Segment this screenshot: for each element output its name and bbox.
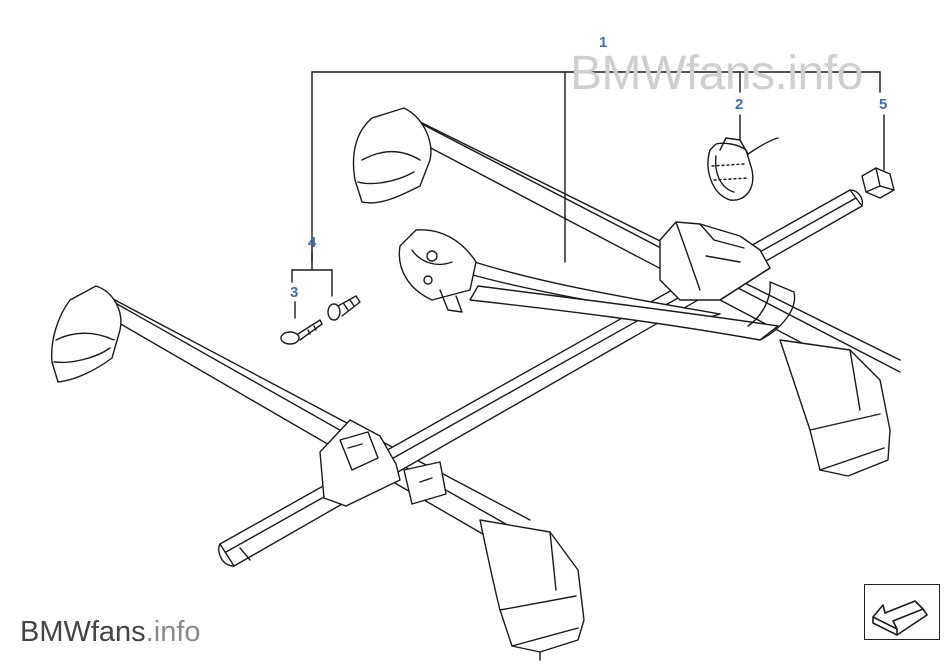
rear-crossbar [352, 107, 901, 477]
leader-lines [291, 71, 885, 319]
callout-3[interactable]: 3 [290, 284, 299, 301]
arrow-back-icon [872, 600, 928, 636]
back-nav-button[interactable] [864, 584, 940, 640]
callout-5[interactable]: 5 [879, 96, 888, 113]
callout-1[interactable]: 1 [599, 34, 608, 51]
watermark-top: BMWfans.info [570, 47, 863, 100]
strap-part [707, 137, 779, 201]
callout-2[interactable]: 2 [735, 96, 744, 113]
watermark-bottom: BMWfans.info [20, 616, 201, 648]
end-cap-part [861, 167, 895, 199]
rail-clamps [319, 419, 447, 507]
frame-holder-arm [398, 221, 796, 341]
key-part [280, 319, 323, 345]
lock-part [327, 295, 361, 321]
callout-4[interactable]: 4 [308, 234, 317, 251]
front-crossbar [50, 285, 585, 661]
